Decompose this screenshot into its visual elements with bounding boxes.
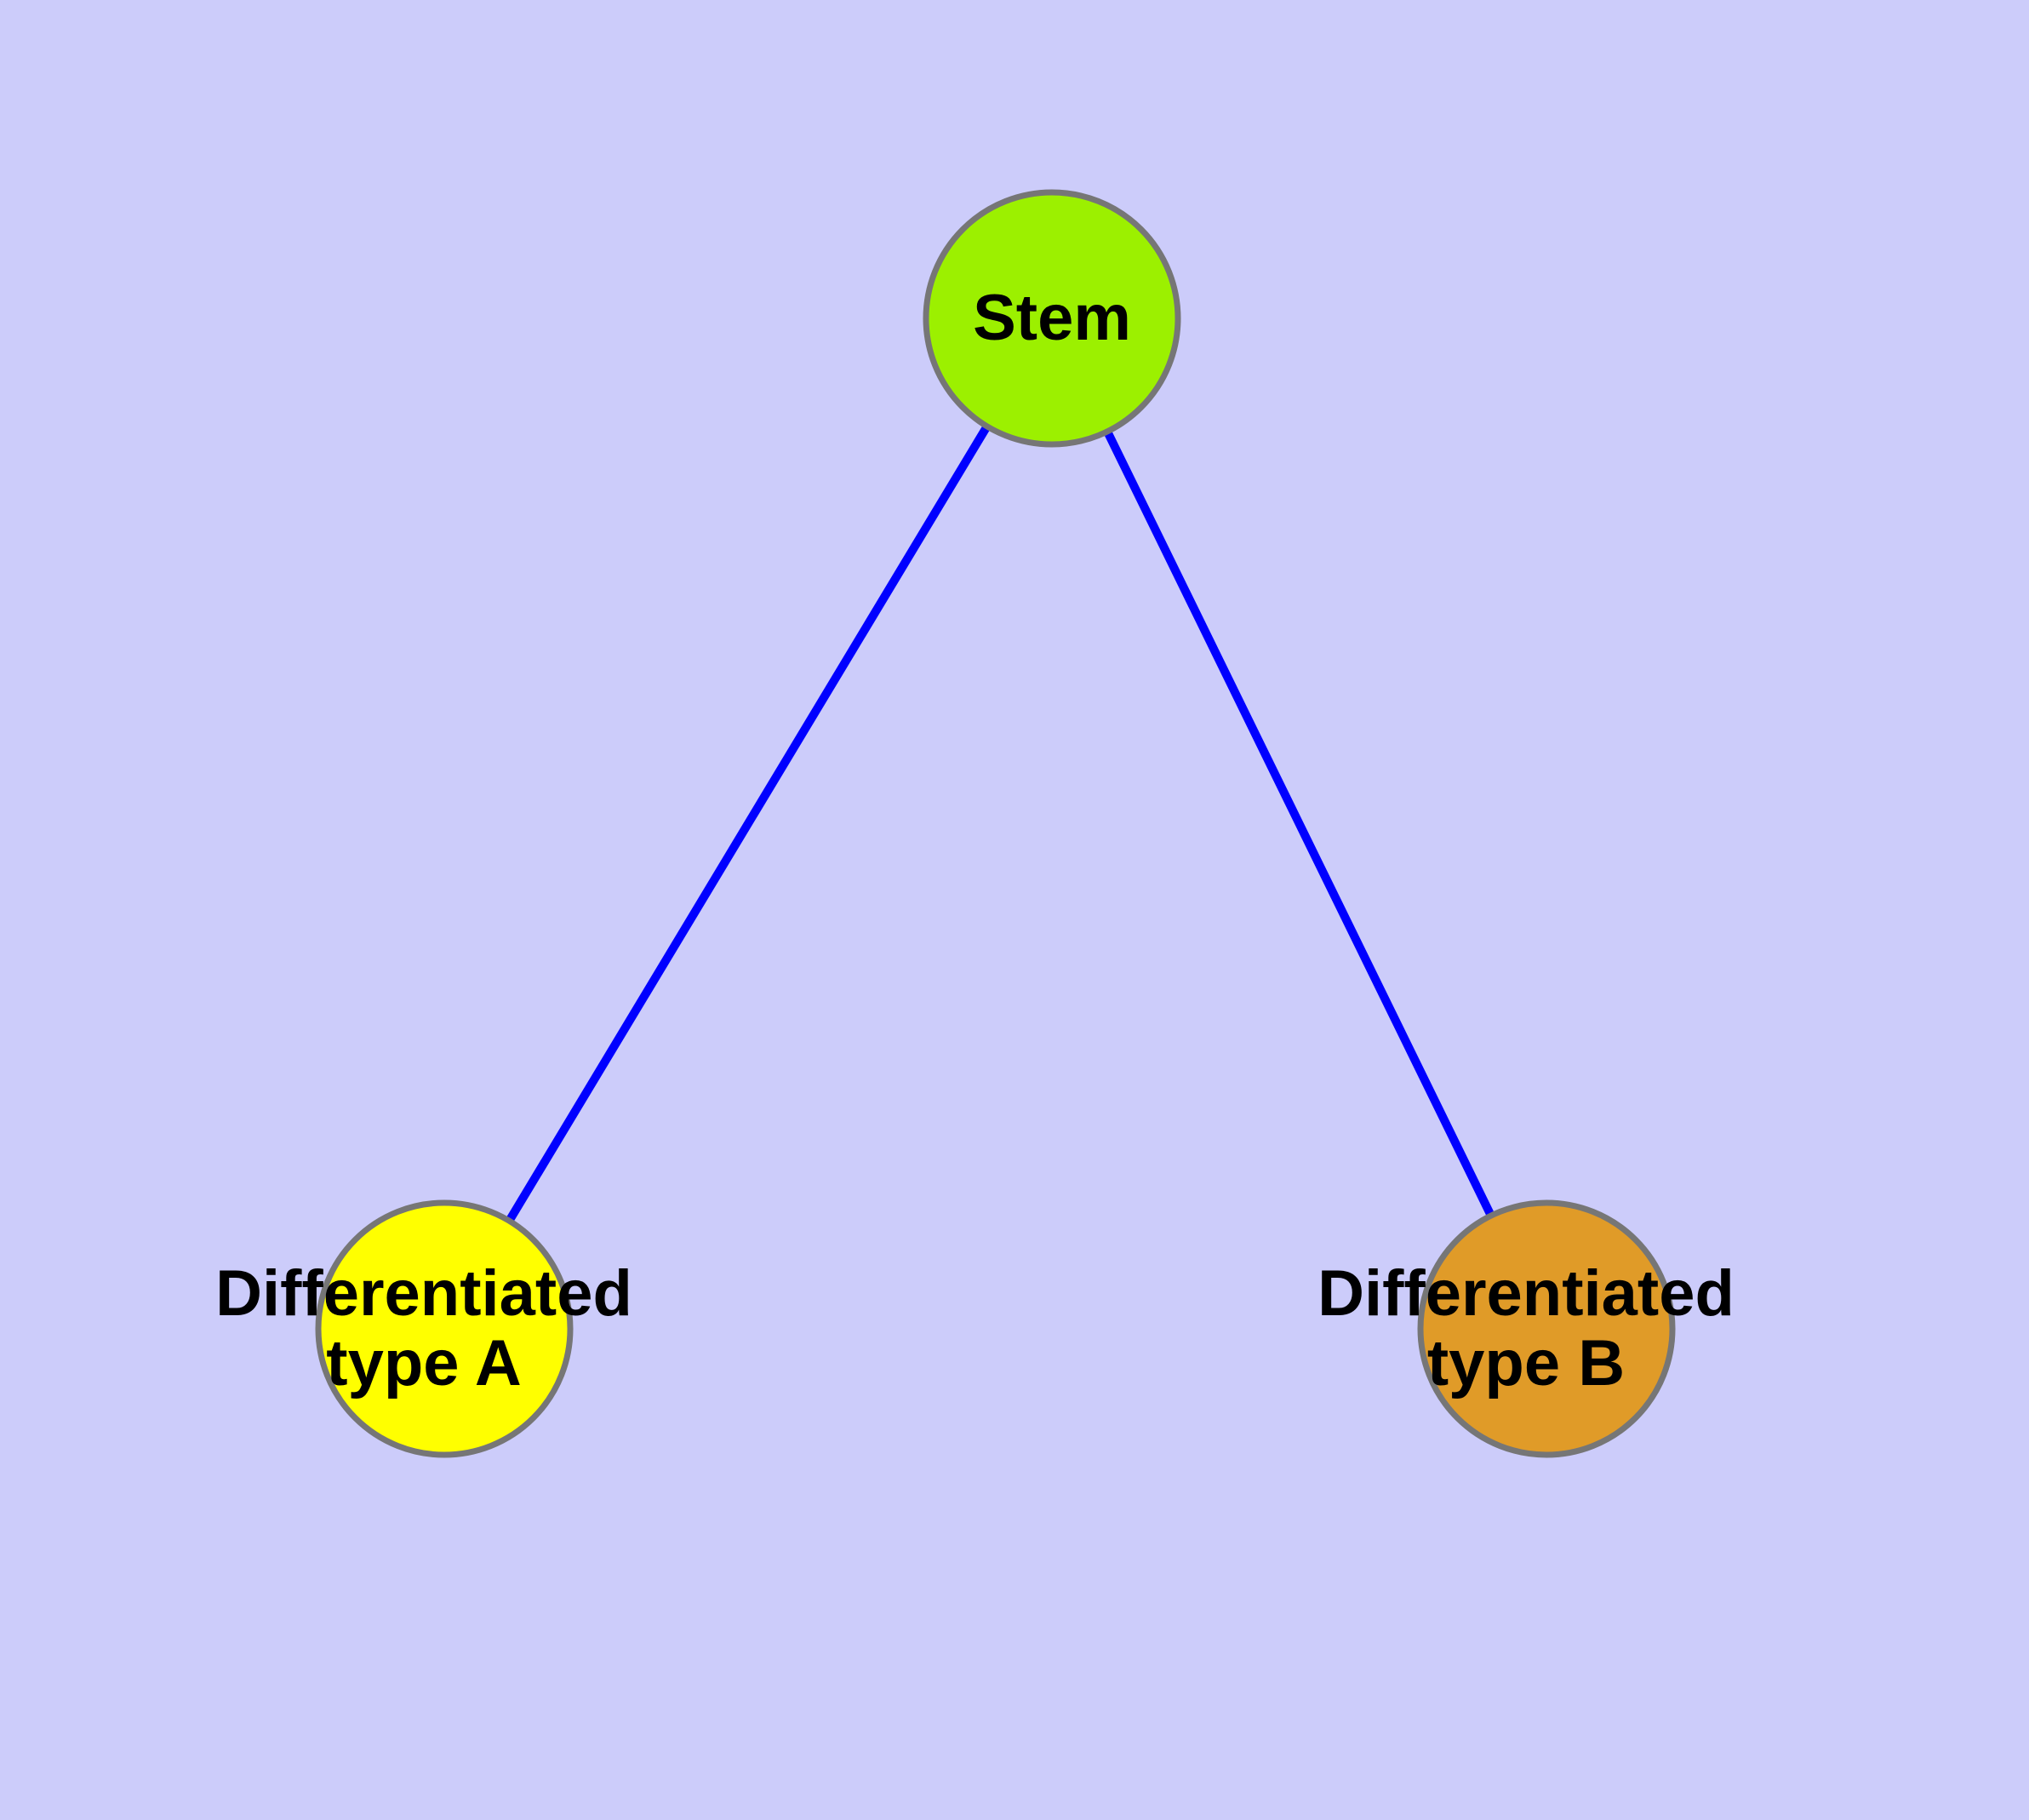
graph-node-stem[interactable] xyxy=(923,189,1181,448)
edge-layer xyxy=(506,425,1495,1222)
node-layer xyxy=(315,189,1676,1458)
graph-edge-stem-diff_b[interactable] xyxy=(1104,431,1495,1216)
graph-node-diff_b[interactable] xyxy=(1417,1199,1676,1458)
graph-edge-stem-diff_a[interactable] xyxy=(506,425,990,1222)
graph-node-diff_a[interactable] xyxy=(315,1199,574,1458)
